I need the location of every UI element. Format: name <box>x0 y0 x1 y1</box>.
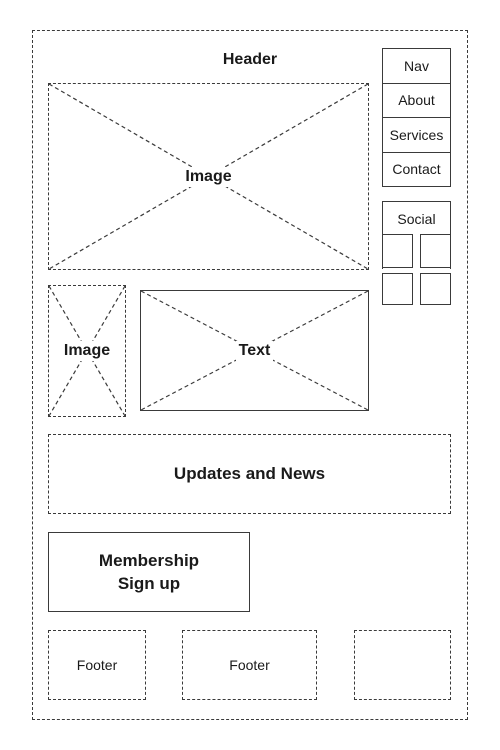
footer-block-3 <box>354 630 451 700</box>
side-image-label: Image <box>60 341 114 361</box>
nav-menu: Nav About Services Contact <box>382 48 451 187</box>
footer-block-1: Footer <box>48 630 146 700</box>
side-image-placeholder: Image <box>48 285 126 417</box>
footer-label: Footer <box>76 657 118 673</box>
header-label: Header <box>222 51 278 68</box>
hero-image-label: Image <box>182 166 235 187</box>
text-block-placeholder: Text <box>140 290 369 411</box>
nav-item-contact[interactable]: Contact <box>383 153 450 186</box>
hero-image-placeholder: Image <box>48 83 369 270</box>
nav-item-label: Services <box>389 126 444 143</box>
updates-news-label: Updates and News <box>173 464 326 483</box>
text-block-label: Text <box>235 340 274 361</box>
membership-line-1: Membership <box>98 551 200 570</box>
footer-label: Footer <box>229 657 270 673</box>
nav-item-label: About <box>398 92 435 109</box>
updates-news-section: Updates and News <box>48 434 451 514</box>
nav-item-services[interactable]: Services <box>383 118 450 153</box>
membership-line-2: Sign up <box>117 574 181 593</box>
social-icon-slot-1[interactable] <box>382 234 413 268</box>
footer-block-2: Footer <box>182 630 317 700</box>
nav-item-label: Contact <box>392 161 441 177</box>
nav-item-label: Nav <box>404 57 429 74</box>
nav-item-nav[interactable]: Nav <box>383 49 450 84</box>
page-frame <box>32 30 468 720</box>
social-label: Social <box>397 211 436 227</box>
membership-signup-button[interactable]: Membership Sign up <box>48 532 250 612</box>
social-icon-slot-4[interactable] <box>420 273 451 305</box>
social-icon-slot-2[interactable] <box>420 234 451 268</box>
nav-item-about[interactable]: About <box>383 84 450 118</box>
social-icon-slot-3[interactable] <box>382 273 413 305</box>
